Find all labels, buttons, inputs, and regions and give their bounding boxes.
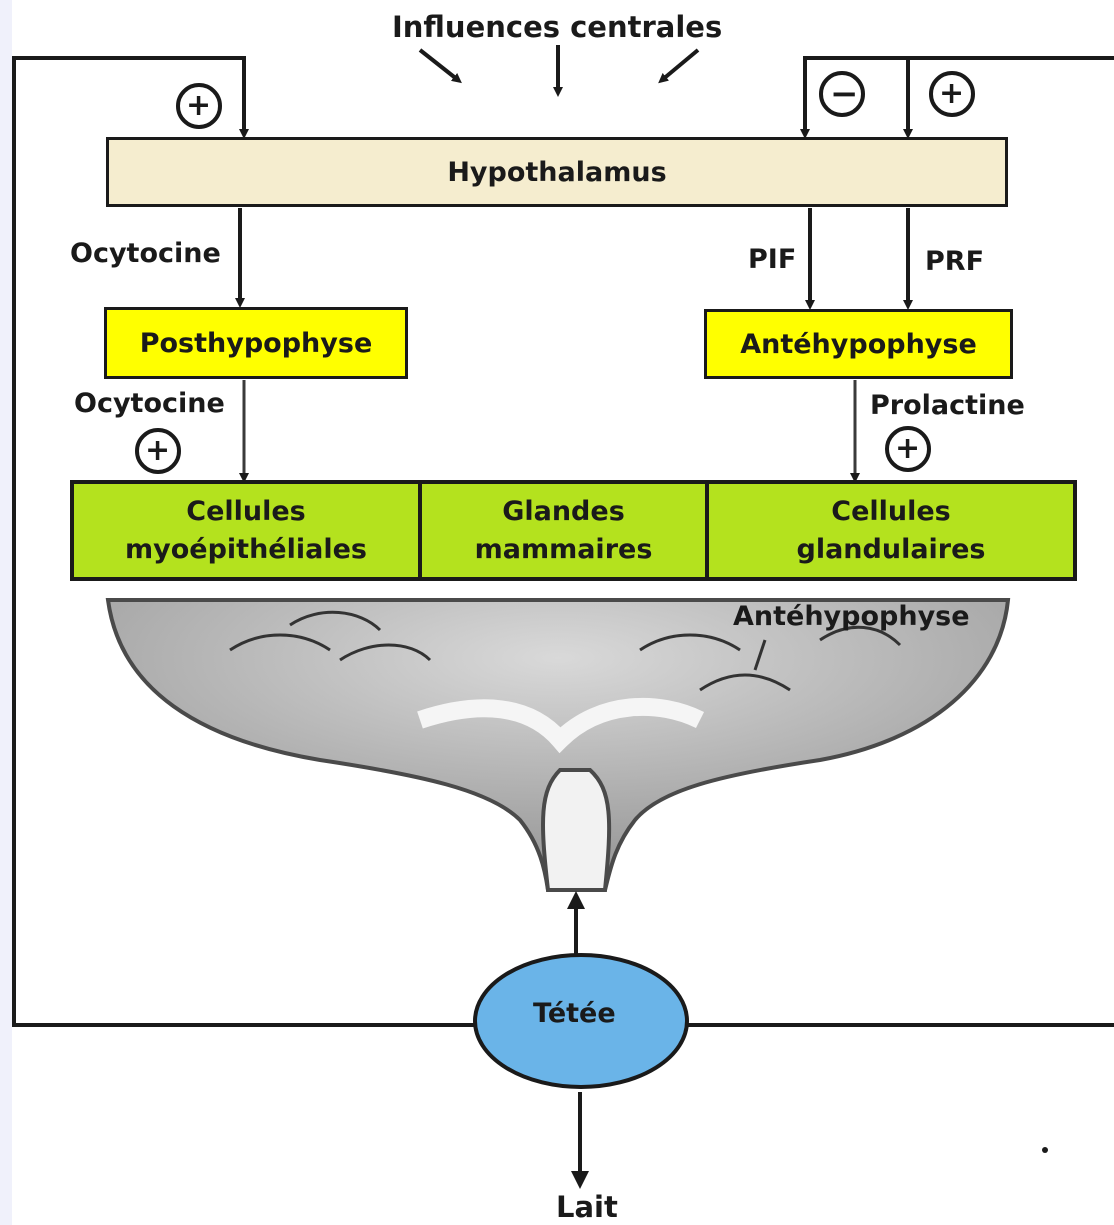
hypothalamus-label: Hypothalamus [447,156,667,188]
tetee-ellipse [473,953,689,1089]
posthypophyse-box: Posthypophyse [104,307,408,379]
glandular-cells-line1: Cellules [831,495,951,527]
plus-sign-prolactine: + [895,431,921,466]
influence-arrow-left [418,48,462,84]
glandular-cells-line2: glandulaires [796,533,986,565]
tetee-label: Tétée [533,998,616,1029]
myoepithelial-cells-line1: Cellules [186,495,306,527]
myoepithelial-cells-box: Cellules myoépithéliales [74,484,422,577]
mammary-glands-box: Glandes mammaires [422,484,709,577]
left-margin-strip [0,0,12,1225]
stray-dot [1042,1147,1048,1153]
breast-illustration [105,598,1011,892]
plus-sign-circle-ocytocine [135,428,181,474]
minus-sign-pif-feedback: − [830,74,859,114]
breast-label-pointer [753,639,767,671]
plus-sign-circle-ocytocine-feedback [176,83,222,129]
minus-sign-circle-pif-feedback [819,71,865,117]
plus-sign-circle-prf-feedback [929,71,975,117]
left-feedback-loop [12,56,478,1027]
milk-label: Lait [556,1190,618,1224]
posthypophyse-label: Posthypophyse [139,327,373,359]
plus-sign-ocytocine: + [145,433,171,468]
plus-sign-ocytocine-feedback: + [186,88,212,123]
prolactine-label: Prolactine [870,390,1025,421]
myoepithelial-cells-line2: myoépithéliales [125,533,367,565]
mammary-glands-line2: mammaires [474,533,653,565]
antehypophyse-label: Antéhypophyse [740,328,977,360]
prf-label: PRF [925,246,985,277]
plus-sign-circle-prolactine [885,426,931,472]
pif-label: PIF [748,244,797,275]
breast-antehypophyse-label: Antéhypophyse [733,601,970,632]
antehypophyse-box: Antéhypophyse [704,309,1013,379]
influence-arrow-right [658,48,700,84]
plus-sign-prf-feedback: + [939,76,965,111]
right-feedback-loop-top [800,56,1114,139]
hypothalamus-box: Hypothalamus [106,137,1008,207]
mammary-cells-row: Cellules myoépithéliales Glandes mammair… [70,480,1077,581]
central-influences-title: Influences centrales [392,10,723,44]
ocytocine-label-bottom: Ocytocine [74,388,225,419]
glandular-cells-box: Cellules glandulaires [709,484,1073,577]
mammary-glands-line1: Glandes [502,495,625,527]
ocytocine-label-top: Ocytocine [70,238,221,269]
